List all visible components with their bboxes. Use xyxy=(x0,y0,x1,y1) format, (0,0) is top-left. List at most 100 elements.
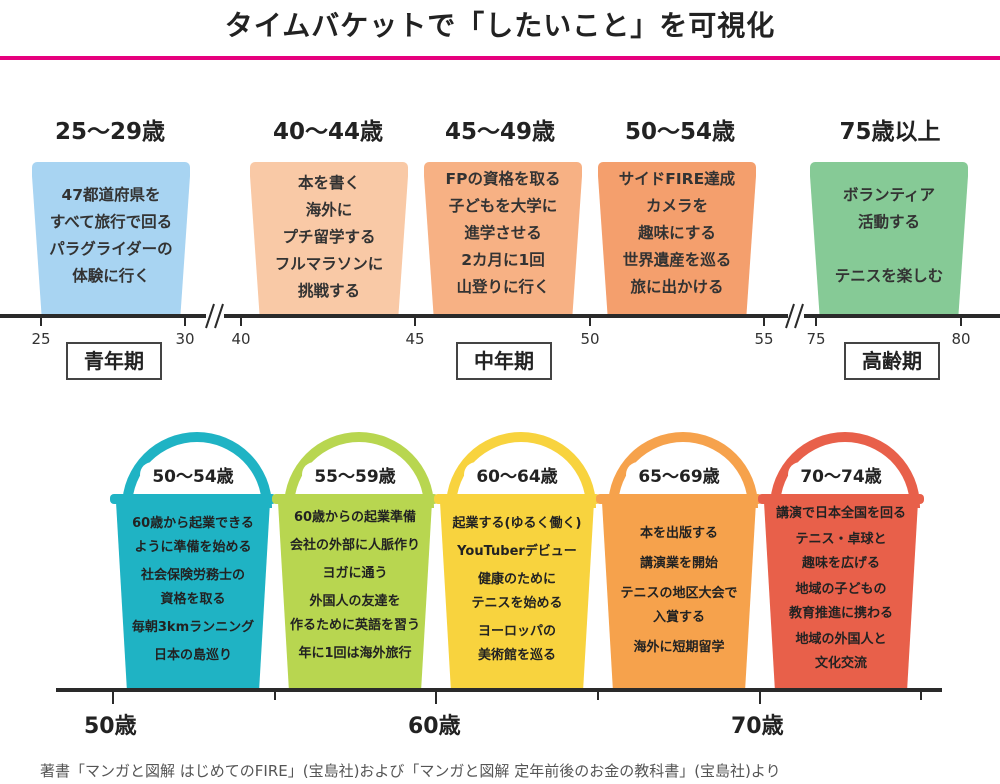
bucket-item: 地域の外国人と xyxy=(795,632,887,647)
cup-item xyxy=(810,236,968,263)
bucket-body xyxy=(278,502,432,688)
cup-item: 挑戦する xyxy=(297,282,360,300)
axis-tick xyxy=(589,318,591,326)
title-underline xyxy=(0,56,1000,60)
bucket-55-59: 55〜59歳 60歳からの起業準備 会社の外部に人脈作り ヨガに通う 外国人の友… xyxy=(272,430,438,690)
bucket-label: 55〜59歳 xyxy=(302,462,408,487)
tick-label: 45 xyxy=(405,330,425,348)
cup-items: サイドFIRE達成 カメラを 趣味にする 世界遺産を巡る 旅に出かける xyxy=(598,166,756,301)
bucket-item: 60歳からの起業準備 xyxy=(293,510,417,525)
bucket-body xyxy=(116,502,270,688)
bucket-65-69: 65〜69歳 本を出版する 講演業を開始 テニスの地区大会で 入賞する 海外に短… xyxy=(596,430,762,690)
page-title: タイムバケットで「したいこと」を可視化 xyxy=(224,9,776,42)
bucket-label: 65〜69歳 xyxy=(626,462,732,487)
bucket-item: YouTuberデビュー xyxy=(457,544,577,559)
cup-item: 活動する xyxy=(857,213,920,231)
cup-45-49: FPの資格を取る 子どもを大学に 進学させる 2カ月に1回 山登りに行く xyxy=(424,162,582,314)
bucket-item: 美術館を巡る xyxy=(477,648,556,663)
bucket-70-74: 70〜74歳 講演で日本全国を回る テニス・卓球と 趣味を広げる 地域の子どもの… xyxy=(758,430,924,690)
cup-75-plus: ボランティア 活動する テニスを楽しむ xyxy=(810,162,968,314)
bucket-items: 本を出版する 講演業を開始 テニスの地区大会で 入賞する 海外に短期留学 xyxy=(596,522,762,660)
axis-tick xyxy=(414,318,416,326)
cup-item: テニスを楽しむ xyxy=(834,267,944,285)
cup-item: FPの資格を取る xyxy=(445,170,561,188)
cup-item: 山登りに行く xyxy=(456,278,550,296)
bucket-rim xyxy=(434,494,600,504)
cup-item: 世界遺産を巡る xyxy=(622,251,732,269)
cup-item: プチ留学する xyxy=(282,228,376,246)
cup-item: 47都道府県を xyxy=(61,186,161,204)
cup-item: 体験に行く xyxy=(72,267,150,285)
bucket-rim xyxy=(272,494,438,504)
bucket-item: テニス・卓球と xyxy=(795,532,887,547)
cup-items: 47都道府県を すべて旅行で回る パラグライダーの 体験に行く xyxy=(32,182,190,290)
range-label-50-54: 50〜54歳 xyxy=(624,119,735,145)
axis-tick xyxy=(597,692,599,700)
cup-item: パラグライダーの xyxy=(49,240,173,258)
bucket-item: 資格を取る xyxy=(160,592,226,607)
stage-senior: 高齢期 xyxy=(844,342,940,380)
bucket-item: 外国人の友達を xyxy=(309,594,401,609)
bucket-item: 健康のために xyxy=(477,572,556,587)
axis-tick xyxy=(920,692,922,700)
bucket-body xyxy=(602,502,756,688)
timeline-axis-segment xyxy=(0,314,206,318)
axis-tick xyxy=(112,692,114,704)
bucket-item: 毎朝3kmランニング xyxy=(131,620,255,635)
cup-item: すべて旅行で回る xyxy=(49,213,173,231)
bucket-rim xyxy=(596,494,762,504)
axis-tick xyxy=(435,692,437,704)
bucket-body xyxy=(440,502,594,688)
tick-label: 30 xyxy=(175,330,195,348)
bucket-item: 講演業を開始 xyxy=(639,556,718,571)
bucket-items: 60歳から起業できる ように準備を始める 社会保険労務士の 資格を取る 毎朝3k… xyxy=(110,512,276,668)
cup-items: FPの資格を取る 子どもを大学に 進学させる 2カ月に1回 山登りに行く xyxy=(424,166,582,301)
bucket-item: 社会保険労務士の xyxy=(140,568,245,583)
bucket-item: 日本の島巡り xyxy=(153,648,232,663)
cup-item: サイドFIRE達成 xyxy=(618,170,736,188)
range-label-45-49: 45〜49歳 xyxy=(444,119,555,145)
axis-break-icon xyxy=(205,303,224,329)
bucket-item: テニスを始める xyxy=(471,596,563,611)
cup-items: ボランティア 活動する テニスを楽しむ xyxy=(810,182,968,290)
range-label-25-29: 25〜29歳 xyxy=(54,119,165,145)
bucket-item: ヨガに通う xyxy=(322,566,388,581)
range-label-75-plus: 75歳以上 xyxy=(839,119,941,145)
bucket-item: 年に1回は海外旅行 xyxy=(298,646,412,661)
timeline-axis-segment xyxy=(224,314,788,318)
cup-item: フルマラソンに xyxy=(274,255,384,273)
stage-youth: 青年期 xyxy=(66,342,162,380)
tick-label: 50 xyxy=(580,330,600,348)
age-label-50: 50歳 xyxy=(84,714,137,739)
cup-item: 子どもを大学に xyxy=(448,197,558,215)
bucket-item: ように準備を始める xyxy=(134,540,252,555)
cup-40-44: 本を書く 海外に プチ留学する フルマラソンに 挑戦する xyxy=(250,162,408,314)
axis-tick xyxy=(40,318,42,326)
axis-tick xyxy=(240,318,242,326)
bucket-rim xyxy=(110,494,276,504)
cup-item: 進学させる xyxy=(464,224,542,242)
bucket-item: 起業する(ゆるく働く) xyxy=(452,516,582,531)
bucket-item: 作るために英語を習う xyxy=(289,618,420,633)
tick-label: 40 xyxy=(231,330,251,348)
axis-break-icon xyxy=(785,303,804,329)
bucket-60-64: 60〜64歳 起業する(ゆるく働く) YouTuberデビュー 健康のために テ… xyxy=(434,430,600,690)
bucket-item: 本を出版する xyxy=(639,526,718,541)
cup-item: 本を書く xyxy=(297,174,360,192)
axis-tick xyxy=(184,318,186,326)
bucket-item: ヨーロッパの xyxy=(477,624,556,639)
range-label-40-44: 40〜44歳 xyxy=(272,119,383,145)
bucket-label: 50〜54歳 xyxy=(140,462,246,487)
bucket-item: テニスの地区大会で xyxy=(620,586,738,601)
cup-item: 海外に xyxy=(305,201,353,219)
bucket-items: 60歳からの起業準備 会社の外部に人脈作り ヨガに通う 外国人の友達を 作るため… xyxy=(272,506,438,666)
cup-item: 2カ月に1回 xyxy=(461,251,545,269)
axis-tick xyxy=(960,318,962,326)
bottom-timeline-axis xyxy=(56,688,942,692)
cup-items: 本を書く 海外に プチ留学する フルマラソンに 挑戦する xyxy=(250,170,408,305)
axis-tick xyxy=(759,692,761,704)
age-label-60: 60歳 xyxy=(408,714,461,739)
axis-tick xyxy=(815,318,817,326)
tick-label: 80 xyxy=(951,330,971,348)
age-label-70: 70歳 xyxy=(731,714,784,739)
